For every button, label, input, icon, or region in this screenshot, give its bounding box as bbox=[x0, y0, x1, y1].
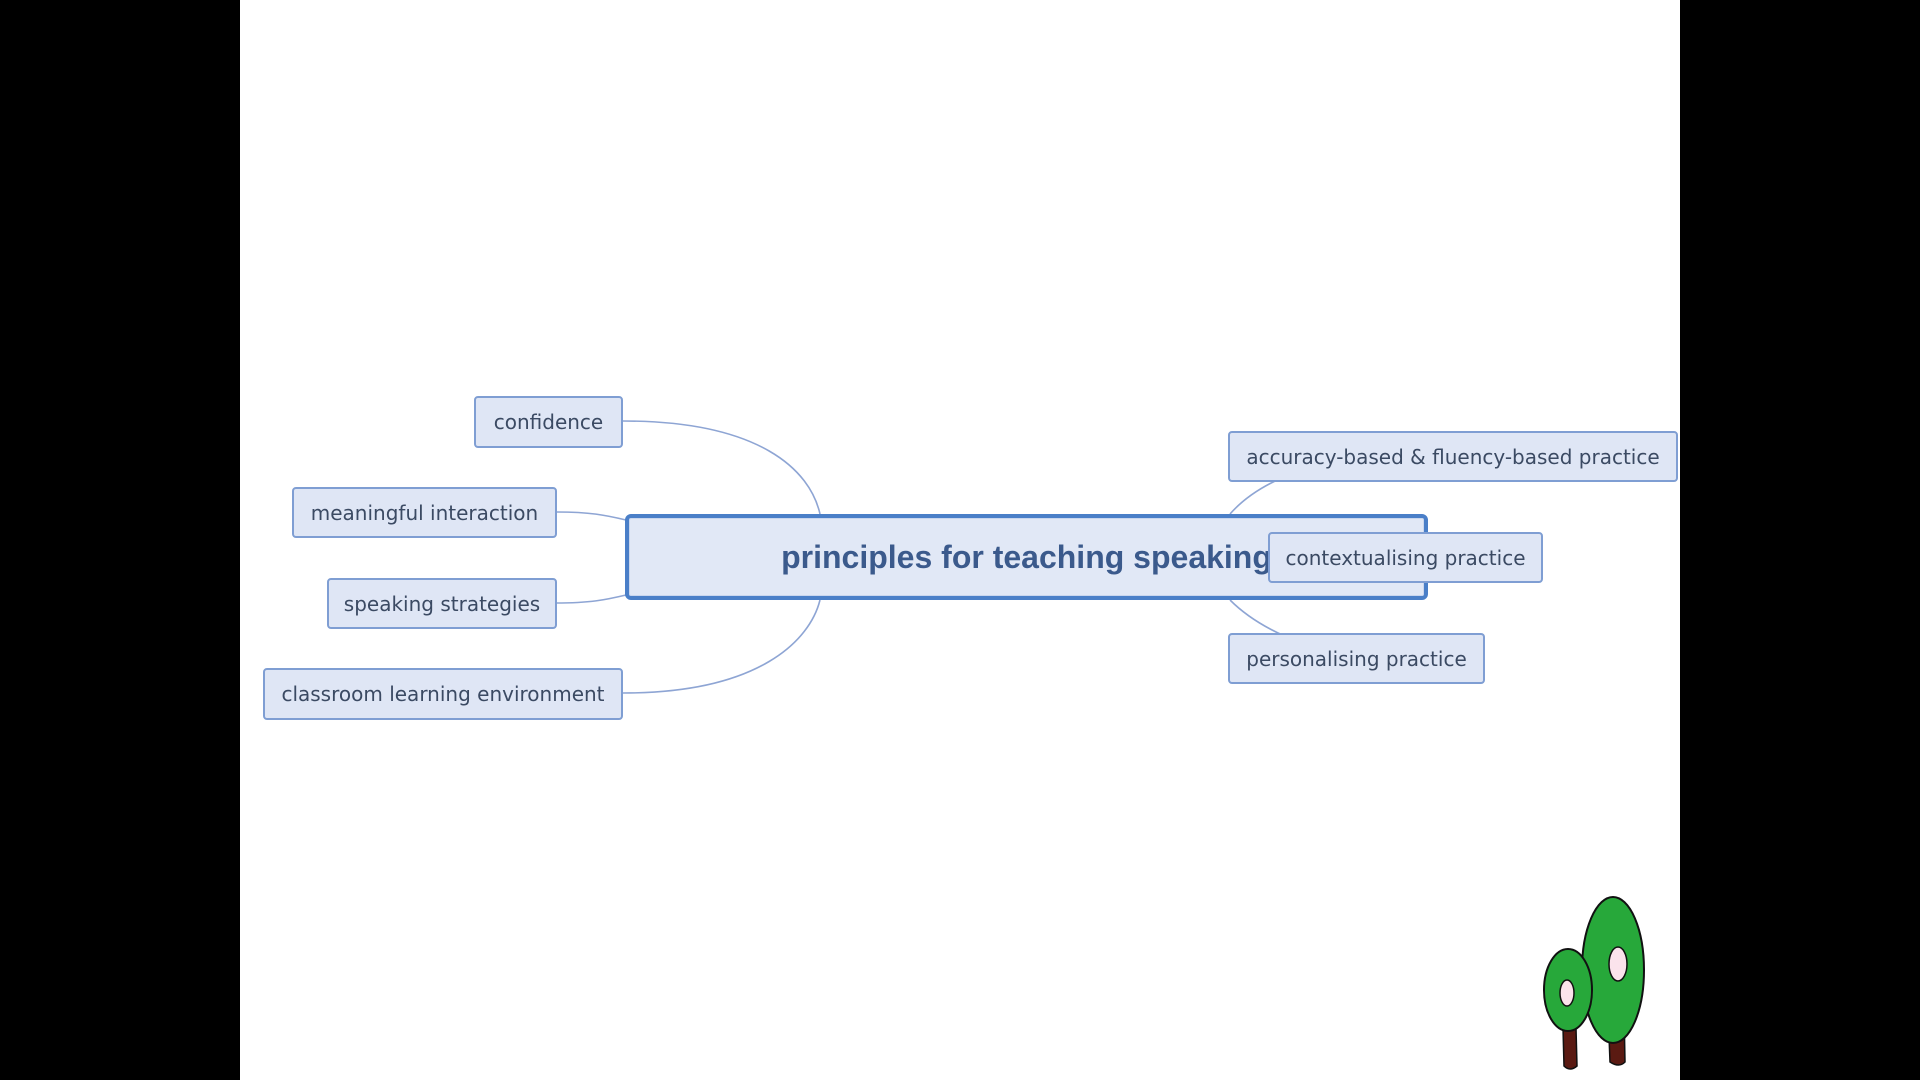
branch-speaking-strategies[interactable]: speaking strategies bbox=[327, 578, 557, 629]
connector-classroom-learning-environment bbox=[622, 599, 821, 694]
branch-meaningful-interaction[interactable]: meaningful interaction bbox=[292, 487, 557, 538]
short-tree-hole bbox=[1559, 979, 1575, 1007]
connector-confidence bbox=[622, 420, 821, 515]
branch-confidence[interactable]: confidence bbox=[474, 396, 623, 448]
branch-classroom-learning-environment[interactable]: classroom learning environment bbox=[263, 668, 623, 720]
short-tree-trunk bbox=[1562, 1027, 1578, 1070]
branch-contextualising-practice[interactable]: contextualising practice bbox=[1268, 532, 1543, 583]
slide-canvas: principles for teaching speaking confide… bbox=[240, 0, 1680, 1080]
central-topic[interactable]: principles for teaching speaking bbox=[625, 514, 1428, 600]
branch-accuracy-fluency-practice[interactable]: accuracy-based & fluency-based practice bbox=[1228, 431, 1678, 482]
branch-personalising-practice[interactable]: personalising practice bbox=[1228, 633, 1485, 684]
trees-icon bbox=[1543, 896, 1645, 1070]
connector-speaking-strategies bbox=[555, 594, 627, 604]
tall-tree-hole bbox=[1608, 946, 1628, 982]
connector-meaningful-interaction bbox=[556, 511, 627, 521]
